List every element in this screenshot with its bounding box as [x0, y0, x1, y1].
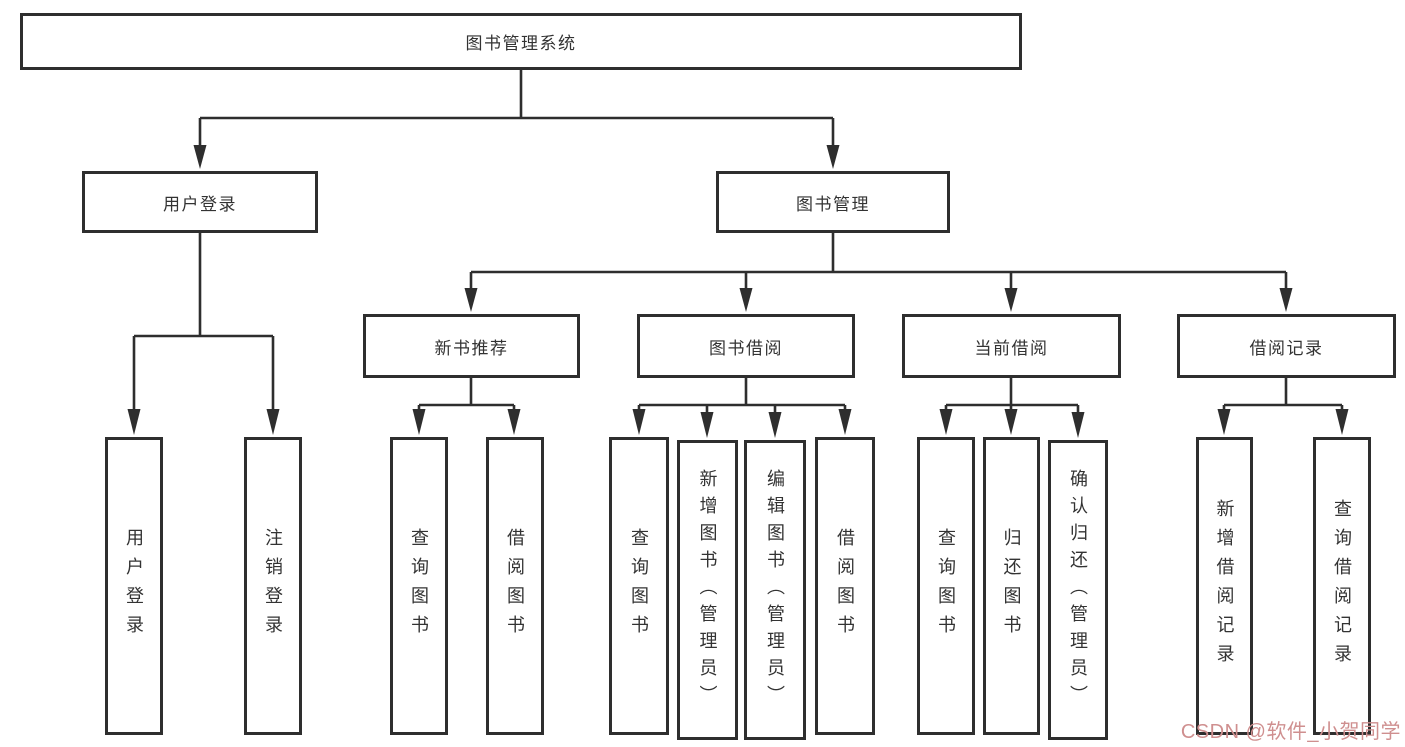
arrowheads: [127, 145, 1349, 438]
leaf-user-login-label: 用户登录: [124, 528, 144, 644]
connector-root-to-level2: [198, 70, 835, 150]
arrowhead: [768, 412, 782, 438]
leaf-borrow-books-2-label: 借阅图书: [835, 528, 855, 644]
node-borrowing-records-label: 借阅记录: [1249, 338, 1324, 358]
leaf-return-books-label: 归还图书: [1001, 528, 1022, 644]
arrowhead: [266, 409, 280, 435]
node-root-label: 图书管理系统: [465, 34, 577, 53]
arrowhead: [1279, 288, 1293, 312]
leaf-return-books: 归还图书: [983, 437, 1040, 735]
leaf-query-books-1: 查询图书: [390, 437, 448, 735]
connector-borrowing-to-leaves: [637, 378, 847, 422]
arrowhead: [1217, 409, 1231, 435]
leaf-confirm-return-admin-label: 确认归还（管理员）: [1068, 468, 1088, 712]
arrowhead: [464, 288, 478, 312]
leaf-add-borrow-record: 新增借阅记录: [1196, 437, 1253, 735]
leaf-borrow-books-2: 借阅图书: [815, 437, 875, 735]
leaf-add-borrow-record-label: 新增借阅记录: [1214, 499, 1235, 673]
leaf-add-books-admin-label: 新增图书（管理员）: [697, 468, 718, 712]
arrowhead: [1335, 409, 1349, 435]
leaf-query-books-1-label: 查询图书: [409, 528, 429, 644]
arrowhead: [739, 288, 753, 312]
connector-records-to-leaves: [1222, 378, 1344, 420]
leaf-query-books-2-label: 查询图书: [629, 528, 649, 644]
leaf-borrow-books-1: 借阅图书: [486, 437, 544, 735]
node-current-borrowing: 当前借阅: [902, 314, 1121, 378]
arrowhead: [412, 409, 426, 435]
leaf-user-login: 用户登录: [105, 437, 163, 735]
node-root: 图书管理系统: [20, 13, 1022, 70]
arrowhead: [127, 409, 141, 435]
leaf-borrow-books-1-label: 借阅图书: [505, 528, 525, 644]
node-book-borrowing: 图书借阅: [637, 314, 855, 378]
node-new-book-recommend: 新书推荐: [363, 314, 580, 378]
leaf-query-books-2: 查询图书: [609, 437, 669, 735]
node-book-management: 图书管理: [716, 171, 950, 233]
connector-newbooks-to-leaves: [417, 378, 516, 420]
node-borrowing-records: 借阅记录: [1177, 314, 1396, 378]
node-book-management-label: 图书管理: [796, 194, 870, 214]
leaf-logout: 注销登录: [244, 437, 302, 735]
arrowhead: [1004, 409, 1018, 435]
leaf-edit-books-admin-label: 编辑图书（管理员）: [765, 468, 785, 712]
node-user-login: 用户登录: [82, 171, 318, 233]
arrowhead: [838, 409, 852, 435]
leaf-add-books-admin: 新增图书（管理员）: [677, 440, 738, 740]
node-book-borrowing-label: 图书借阅: [709, 338, 783, 358]
connector-bookmgmt-to-level3: [469, 233, 1288, 296]
leaf-logout-label: 注销登录: [263, 528, 283, 644]
node-current-borrowing-label: 当前借阅: [974, 338, 1049, 358]
leaf-confirm-return-admin: 确认归还（管理员）: [1048, 440, 1108, 740]
leaf-query-books-3-label: 查询图书: [936, 528, 956, 644]
connector-userlogin-to-leaves: [132, 233, 275, 418]
leaf-query-borrow-record-label: 查询借阅记录: [1332, 499, 1352, 673]
arrowhead: [1071, 412, 1085, 438]
leaf-edit-books-admin: 编辑图书（管理员）: [744, 440, 806, 740]
node-new-book-recommend-label: 新书推荐: [434, 338, 509, 358]
leaf-query-borrow-record: 查询借阅记录: [1313, 437, 1371, 735]
leaf-query-books-3: 查询图书: [917, 437, 975, 735]
arrowhead: [826, 145, 840, 169]
csdn-watermark: CSDN @软件_小贺同学: [1180, 721, 1401, 743]
arrowhead: [700, 412, 714, 438]
arrowhead: [939, 409, 953, 435]
arrowhead: [507, 409, 521, 435]
arrowhead: [1004, 288, 1018, 312]
node-user-login-label: 用户登录: [163, 194, 237, 214]
arrowhead: [632, 409, 646, 435]
arrowhead: [193, 145, 207, 169]
